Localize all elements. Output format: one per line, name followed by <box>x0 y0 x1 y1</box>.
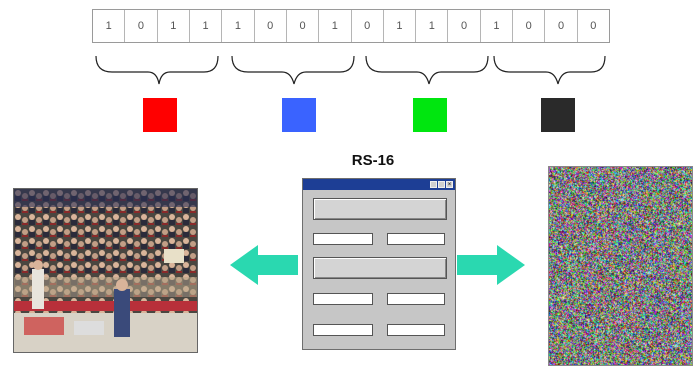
original-image <box>13 188 198 353</box>
arrow-left <box>230 245 298 285</box>
bit-cell-11: 0 <box>448 10 481 42</box>
input-field-2[interactable] <box>387 233 445 245</box>
bit-cell-5: 0 <box>255 10 287 42</box>
input-field-5[interactable] <box>313 324 373 336</box>
run-button[interactable] <box>313 257 447 279</box>
bit-cell-0: 1 <box>93 10 126 42</box>
bit-cell-3: 1 <box>190 10 223 42</box>
bit-cell-1: 0 <box>125 10 158 42</box>
input-field-3[interactable] <box>313 293 373 305</box>
app-dialog: × <box>302 178 456 350</box>
input-field-1[interactable] <box>313 233 373 245</box>
maximize-icon[interactable] <box>438 181 445 188</box>
bit-cell-6: 0 <box>287 10 320 42</box>
swatch-blue <box>282 98 316 132</box>
dialog-titlebar: × <box>303 179 455 190</box>
brace-2 <box>231 55 355 85</box>
bit-cell-2: 1 <box>158 10 190 42</box>
arrow-right <box>457 245 525 285</box>
brace-3 <box>365 55 489 85</box>
bit-cell-12: 1 <box>481 10 514 42</box>
bit-cell-15: 0 <box>590 20 597 32</box>
bit-cell-13: 0 <box>513 10 546 42</box>
input-field-4[interactable] <box>387 293 445 305</box>
bit-cell-7: 1 <box>319 10 352 42</box>
input-field-6[interactable] <box>387 324 445 336</box>
swatch-red <box>143 98 177 132</box>
minimize-icon[interactable] <box>430 181 437 188</box>
encrypted-image <box>548 166 693 366</box>
brace-1 <box>95 55 219 85</box>
bit-cell-8: 0 <box>352 10 384 42</box>
bit-cell-4: 1 <box>222 10 255 42</box>
algorithm-title: RS-16 <box>351 152 395 169</box>
group-braces <box>95 55 606 85</box>
swatch-black <box>541 98 575 132</box>
top-action-button[interactable] <box>313 198 447 220</box>
bit-cell-14: 0 <box>545 10 578 42</box>
bit-cell-9: 1 <box>384 10 417 42</box>
close-icon[interactable]: × <box>446 181 453 188</box>
swatch-green <box>413 98 447 132</box>
brace-4 <box>493 55 606 85</box>
bit-cell-10: 1 <box>416 10 449 42</box>
